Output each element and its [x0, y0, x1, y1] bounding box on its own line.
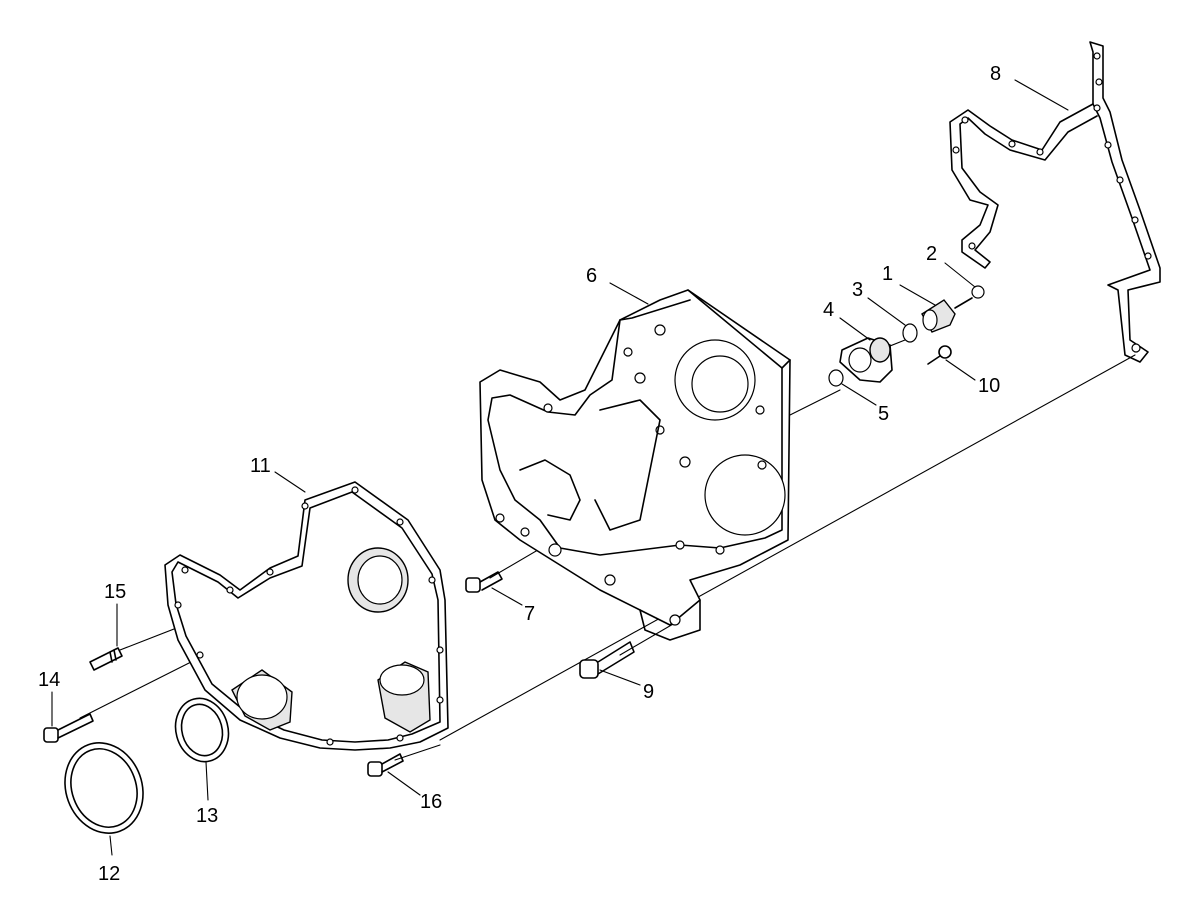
part-12-seal — [64, 742, 144, 834]
part-1-sensor — [921, 297, 973, 333]
part-14-bolt — [43, 713, 94, 743]
part-16-bolt — [367, 753, 404, 777]
part-11-front-cover — [164, 481, 449, 751]
part-9-bolt — [579, 641, 635, 679]
callout-7: 7 — [524, 603, 535, 625]
callout-11: 11 — [250, 455, 271, 477]
part-13-seal — [174, 697, 230, 763]
callout-14: 14 — [38, 669, 60, 691]
callout-6: 6 — [586, 265, 597, 287]
leader-lines — [51, 79, 1069, 856]
part-7-bolt — [465, 571, 503, 593]
part-8-gasket — [949, 41, 1161, 363]
part-10-screw — [927, 345, 952, 365]
part-3-o-ring — [902, 323, 918, 343]
part-2-clip — [971, 285, 985, 299]
callout-1: 1 — [882, 263, 893, 285]
part-15-stud — [89, 647, 123, 671]
callout-15: 15 — [104, 581, 126, 603]
callout-9: 9 — [643, 681, 654, 703]
callout-3: 3 — [852, 279, 863, 301]
callout-13: 13 — [196, 805, 218, 827]
callout-labels: 1 2 3 4 5 6 7 8 9 10 11 12 13 14 15 16 — [38, 63, 1001, 885]
callout-8: 8 — [990, 63, 1001, 85]
callout-5: 5 — [878, 403, 889, 425]
callout-12: 12 — [98, 863, 120, 885]
callout-4: 4 — [823, 299, 834, 321]
part-6-gear-housing — [479, 289, 791, 641]
part-4-adapter — [839, 337, 893, 383]
callout-10: 10 — [978, 375, 1000, 397]
callout-16: 16 — [420, 791, 442, 813]
callout-2: 2 — [926, 243, 937, 265]
part-5-o-ring — [828, 369, 844, 387]
